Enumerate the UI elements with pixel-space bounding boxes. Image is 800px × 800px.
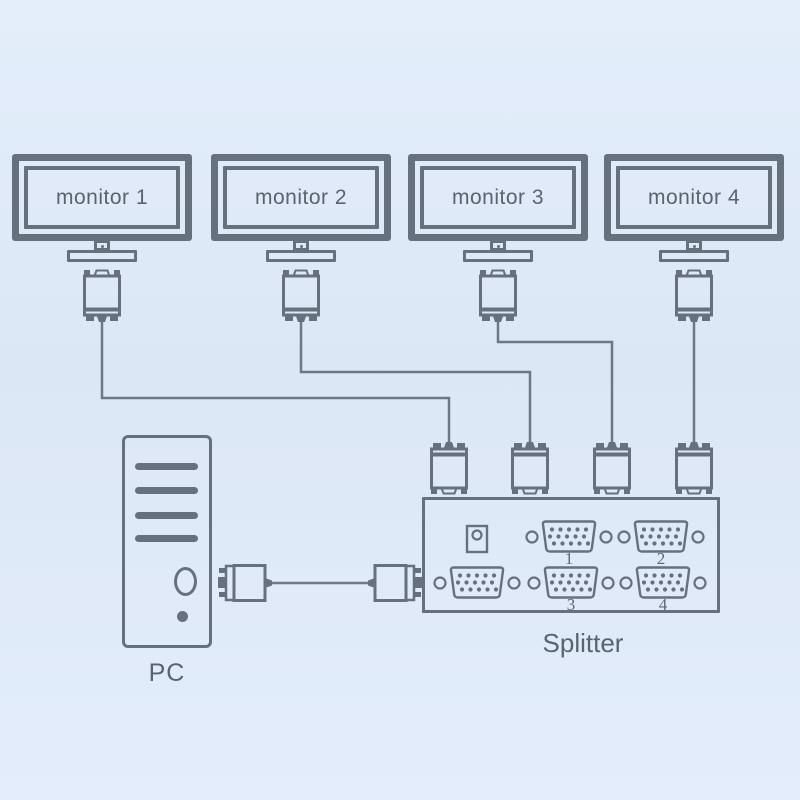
monitor-3: monitor 3	[408, 154, 588, 266]
monitor-screen: monitor 3	[420, 166, 576, 229]
monitor-label: monitor 4	[647, 185, 741, 209]
monitor-1: monitor 1	[12, 154, 192, 266]
vga-connector-splitter-side	[366, 564, 424, 602]
monitor-frame: monitor 4	[604, 154, 784, 241]
port-number-4: 4	[658, 595, 668, 614]
monitor-4: monitor 4	[604, 154, 784, 266]
monitor-screen: monitor 2	[223, 166, 379, 229]
pc-led-dot	[177, 611, 188, 622]
vga-connector-splitter-top-2	[510, 440, 550, 496]
pc-label: PC	[148, 659, 186, 687]
monitor-stand-neck	[94, 240, 110, 251]
pc-vent	[135, 512, 198, 519]
monitor-2: monitor 2	[211, 154, 391, 266]
monitor-label: monitor 3	[451, 185, 545, 209]
vga-connector-monitor-3	[478, 268, 518, 324]
pc-vent	[135, 463, 198, 470]
monitor-stand-neck	[686, 240, 702, 251]
vga-connector-splitter-top-1	[429, 440, 469, 496]
vga-connector-splitter-top-3	[592, 440, 632, 496]
cable-monitor-3-to-splitter	[496, 320, 614, 444]
monitor-frame: monitor 3	[408, 154, 588, 241]
monitor-screen: monitor 1	[24, 166, 180, 229]
monitor-stand-neck	[293, 240, 309, 251]
monitor-stand-base	[266, 250, 336, 262]
vga-connector-pc-side	[216, 564, 274, 602]
monitor-label: monitor 1	[55, 185, 149, 209]
vga-connector-monitor-2	[281, 268, 321, 324]
cable-monitor-1-to-splitter	[100, 320, 451, 444]
pc-vent	[135, 487, 198, 494]
pc-vent	[135, 535, 198, 542]
pc-power-button	[174, 567, 197, 596]
monitor-label: monitor 2	[254, 185, 348, 209]
monitor-stand-base	[67, 250, 137, 262]
port-number-3: 3	[566, 595, 576, 614]
splitter-box	[422, 497, 720, 613]
splitter-label: Splitter	[542, 628, 624, 658]
vga-connector-splitter-top-4	[674, 440, 714, 496]
monitor-frame: monitor 2	[211, 154, 391, 241]
monitor-stand-base	[659, 250, 729, 262]
vga-connector-monitor-1	[82, 268, 122, 324]
cable-monitor-2-to-splitter	[299, 320, 532, 444]
monitor-frame: monitor 1	[12, 154, 192, 241]
monitor-stand-neck	[490, 240, 506, 251]
port-number-1: 1	[564, 549, 574, 568]
vga-connector-monitor-4	[674, 268, 714, 324]
monitor-screen: monitor 4	[616, 166, 772, 229]
pc-tower	[122, 435, 212, 648]
monitor-stand-base	[463, 250, 533, 262]
port-number-2: 2	[656, 549, 666, 568]
